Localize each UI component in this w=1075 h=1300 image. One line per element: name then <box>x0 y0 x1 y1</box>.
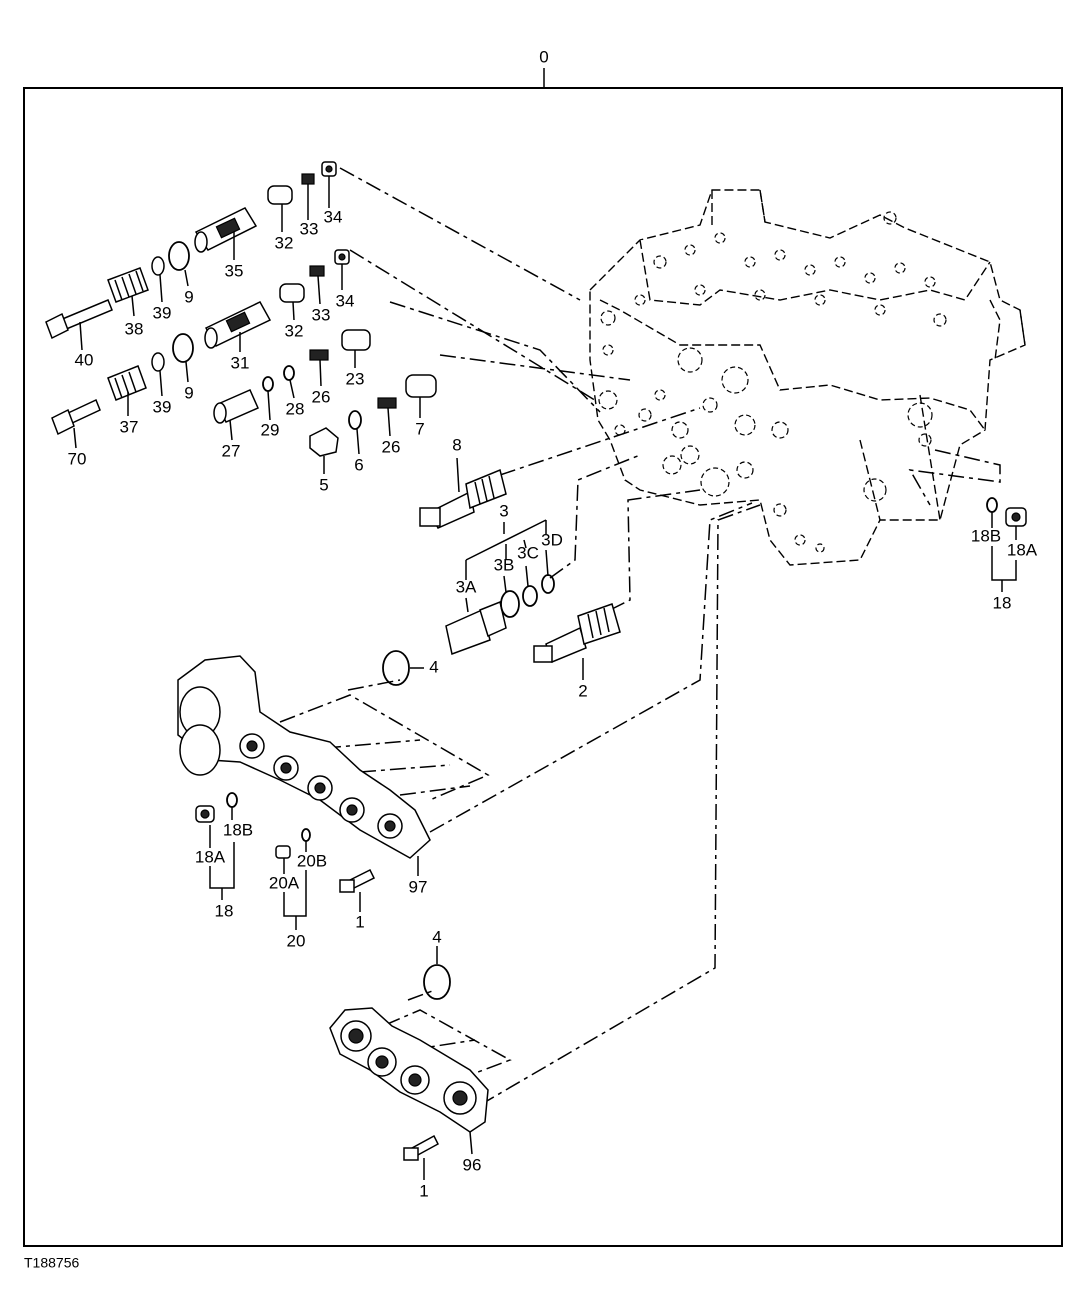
callout-29: 29 <box>261 420 280 439</box>
callout-33-b: 33 <box>312 305 331 324</box>
part-70-bolt <box>51 398 101 436</box>
part-7-plug <box>405 374 437 398</box>
callout-2: 2 <box>578 681 587 700</box>
part-18B-oring-b <box>226 792 238 808</box>
part-33-b <box>309 265 325 277</box>
part-38-spring <box>107 267 149 303</box>
callout-34-a: 34 <box>324 207 343 226</box>
part-3A-valve <box>445 600 507 656</box>
callout-97: 97 <box>409 877 428 896</box>
part-32-a <box>267 185 293 205</box>
part-31-spool <box>204 301 272 349</box>
callout-3A: 3A <box>456 577 477 596</box>
part-18A-plug-b <box>195 805 215 823</box>
part-39-washer-b <box>151 352 165 372</box>
part-18B-oring-a <box>986 497 998 513</box>
callout-39-a: 39 <box>153 303 172 322</box>
part-32-b <box>279 283 305 303</box>
part-20A-plug <box>275 845 291 859</box>
part-37-spring <box>107 365 147 401</box>
callout-4-b: 4 <box>432 927 441 946</box>
callout-7: 7 <box>415 419 424 438</box>
callout-18B-b: 18B <box>223 820 253 839</box>
part-4-oring-b <box>423 964 451 1000</box>
callout-32-b: 32 <box>285 321 304 340</box>
part-40-bolt <box>45 299 113 340</box>
part-2-relief-valve <box>533 603 621 663</box>
callout-18B-a: 18B <box>971 526 1001 545</box>
part-39-washer-a <box>151 256 165 276</box>
callout-32-a: 32 <box>275 233 294 252</box>
part-26-spring-b <box>377 397 397 409</box>
callout-35: 35 <box>225 261 244 280</box>
part-3B-oring <box>500 590 520 618</box>
callout-27: 27 <box>222 441 241 460</box>
callout-8: 8 <box>452 435 461 454</box>
part-35-spool <box>194 207 258 253</box>
callout-39-b: 39 <box>153 397 172 416</box>
part-23-plug <box>341 329 371 351</box>
callout-0: 0 <box>539 47 548 66</box>
callout-34-b: 34 <box>336 291 355 310</box>
callout-26-a: 26 <box>312 387 331 406</box>
figure-id: T188756 <box>24 1255 79 1271</box>
part-28-oring <box>283 365 295 381</box>
callout-3B: 3B <box>494 555 515 574</box>
callout-33-a: 33 <box>300 219 319 238</box>
callout-3D: 3D <box>541 530 563 549</box>
part-8-relief-valve <box>419 468 507 529</box>
callout-1-a: 1 <box>355 912 364 931</box>
callout-18A-a: 18A <box>1007 540 1038 559</box>
callout-9-a: 9 <box>184 287 193 306</box>
callout-38: 38 <box>125 319 144 338</box>
part-5-plug <box>309 427 339 457</box>
part-97-cover <box>177 655 431 859</box>
callout-37: 37 <box>120 417 139 436</box>
part-4-oring-a <box>382 650 410 686</box>
callout-18-a: 18 <box>993 593 1012 612</box>
callout-20B: 20B <box>297 851 327 870</box>
callout-4-a: 4 <box>429 657 438 676</box>
part-33-a <box>301 173 315 185</box>
part-9-oring-a <box>168 241 190 271</box>
callout-20A: 20A <box>269 873 300 892</box>
callout-18A-b: 18A <box>195 847 226 866</box>
part-26-spring-a <box>309 349 329 361</box>
part-6-oring <box>348 410 362 430</box>
part-3D-ring <box>541 574 555 594</box>
part-34-b <box>334 249 350 265</box>
callout-5: 5 <box>319 475 328 494</box>
part-27-plug <box>213 389 259 424</box>
callout-70: 70 <box>68 449 87 468</box>
callout-3C: 3C <box>517 543 539 562</box>
part-1-bolt-b <box>403 1134 439 1161</box>
callout-26-b: 26 <box>382 437 401 456</box>
part-3C-ring <box>522 585 538 607</box>
callout-1-b: 1 <box>419 1181 428 1200</box>
leader-lines <box>73 176 1017 1180</box>
callout-18-b: 18 <box>215 901 234 920</box>
callout-23: 23 <box>346 369 365 388</box>
alignment-lines <box>279 167 1001 1106</box>
part-29-oring <box>262 376 274 392</box>
callout-40: 40 <box>75 350 94 369</box>
callout-6: 6 <box>354 455 363 474</box>
callout-31: 31 <box>231 353 250 372</box>
callout-20: 20 <box>287 931 306 950</box>
part-1-bolt-a <box>339 868 376 893</box>
callout-3: 3 <box>499 501 508 520</box>
control-valve-body <box>589 189 1026 566</box>
callout-9-b: 9 <box>184 383 193 402</box>
callout-28: 28 <box>286 399 305 418</box>
part-9-oring-b <box>172 333 194 363</box>
part-18A-plug-a <box>1005 507 1027 527</box>
callout-96: 96 <box>463 1155 482 1174</box>
callout-labels: 0 34 33 32 35 9 39 38 40 34 33 32 31 9 3… <box>68 47 1038 1200</box>
part-96-cover <box>329 1007 489 1133</box>
part-34-a <box>321 161 337 177</box>
diagram-frame <box>23 87 1063 1247</box>
part-20B-oring <box>301 828 311 842</box>
